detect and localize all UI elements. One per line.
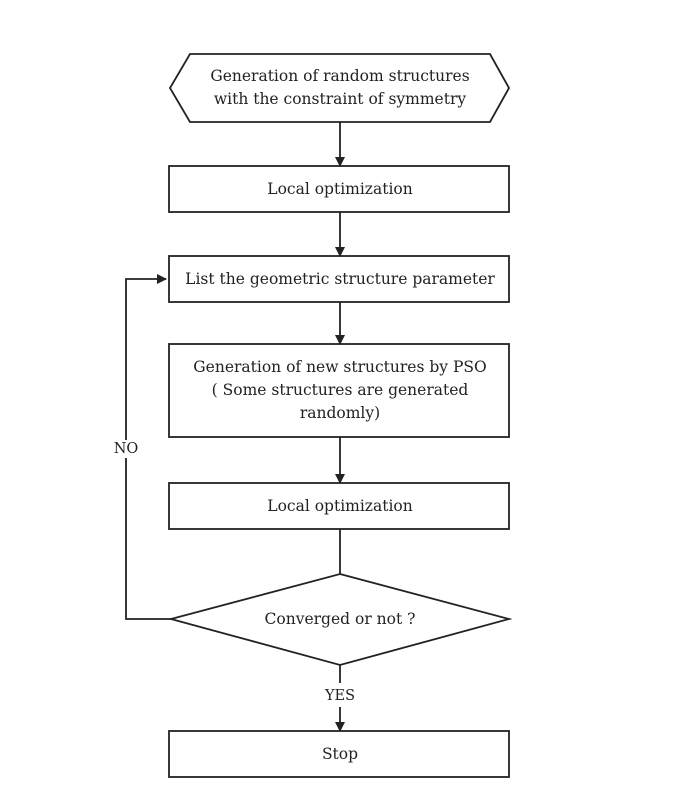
pso-line-3: randomly) <box>300 404 380 422</box>
list-params-label: List the geometric structure parameter <box>185 270 495 288</box>
local-optimization-2-label: Local optimization <box>267 497 412 515</box>
pso-line-1: Generation of new structures by PSO <box>193 358 486 376</box>
no-label-background <box>110 440 142 458</box>
local-optimization-2-box <box>168 482 510 530</box>
decision-label: Converged or not ? <box>265 610 416 628</box>
no-edge-label: NO <box>114 441 139 457</box>
local-optimization-1-label: Local optimization <box>267 180 412 198</box>
start-node: Generation of random structures with the… <box>168 53 511 123</box>
start-node-line-2: with the constraint of symmetry <box>214 90 467 108</box>
start-hexagon-shape <box>168 53 511 123</box>
list-params-node: List the geometric structure parameter <box>168 255 510 303</box>
pso-line-2: ( Some structures are generated <box>212 381 469 399</box>
stop-label: Stop <box>322 745 358 763</box>
pso-node: Generation of new structures by PSO ( So… <box>168 343 510 438</box>
decision-node: Converged or not ? <box>167 573 513 666</box>
local-optimization-1-box <box>168 165 510 213</box>
local-optimization-2-node: Local optimization <box>168 482 510 530</box>
yes-edge-label: YES <box>324 688 355 704</box>
start-node-line-1: Generation of random structures <box>210 67 469 85</box>
decision-diamond-shape <box>167 573 513 666</box>
pso-box <box>168 343 510 438</box>
stop-node: Stop <box>168 730 510 778</box>
local-optimization-1-node: Local optimization <box>168 165 510 213</box>
stop-box <box>168 730 510 778</box>
list-params-box <box>168 255 510 303</box>
